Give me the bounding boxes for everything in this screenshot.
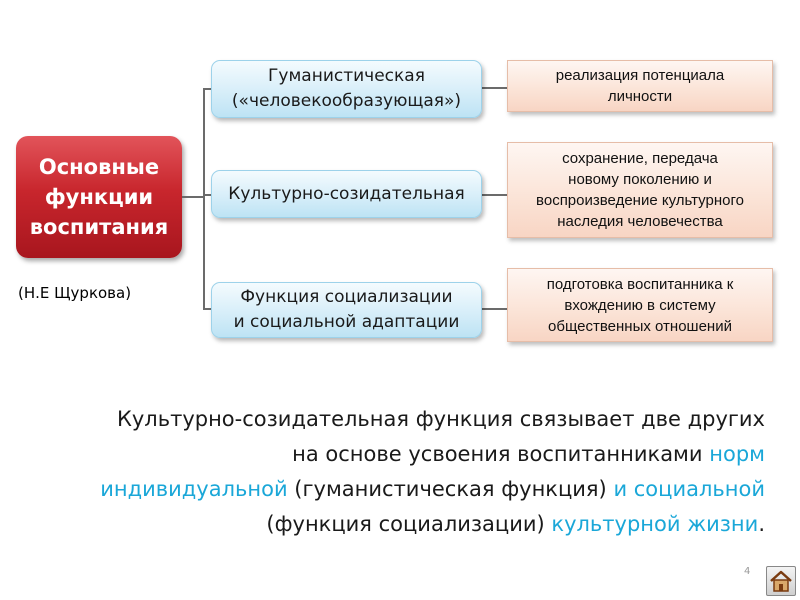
page-number: 4 <box>744 566 751 577</box>
function-label-socialization: Функция социализации и социальной адапта… <box>233 287 460 332</box>
caption-text-2: (гуманистическая функция) <box>287 477 614 501</box>
description-box-cultural: сохранение, передача новому поколению и … <box>507 142 773 238</box>
author-label: (Н.Е Щуркова) <box>18 284 132 302</box>
main-concept-box: Основные функции воспитания <box>16 136 182 258</box>
connector-link-3 <box>481 308 508 310</box>
function-label-cultural: Культурно-созидательная <box>228 183 465 204</box>
connector-branch-2 <box>203 194 211 196</box>
description-label-cultural: сохранение, передача новому поколению и … <box>536 150 744 230</box>
caption-highlight-1: норм индивидуальной <box>100 442 765 501</box>
home-button[interactable] <box>766 566 796 596</box>
function-box-humanistic: Гуманистическая («человекообразующая») <box>211 60 482 118</box>
connector-link-2 <box>481 194 508 196</box>
home-icon <box>770 570 792 592</box>
connector-branch-1 <box>203 88 211 90</box>
main-concept-label: Основные функции воспитания <box>29 155 169 239</box>
caption-highlight-2: и социальной <box>613 477 765 501</box>
caption-text-1: Культурно-созидательная функция связывае… <box>116 407 765 466</box>
description-box-humanistic: реализация потенциала личности <box>507 60 773 112</box>
caption-text-3: (функция социализации) <box>266 512 552 536</box>
description-label-humanistic: реализация потенциала личности <box>555 67 725 105</box>
function-label-humanistic: Гуманистическая («человекообразующая») <box>231 66 462 111</box>
function-box-cultural: Культурно-созидательная <box>211 170 482 218</box>
connector-trunk <box>203 88 205 310</box>
caption-highlight-3: культурной жизни <box>551 512 759 536</box>
description-label-socialization: подготовка воспитанника к вхождению в си… <box>546 275 734 335</box>
caption-text-4: . <box>758 512 765 536</box>
caption-paragraph: Культурно-созидательная функция связывае… <box>100 402 765 542</box>
connector-link-1 <box>481 87 508 89</box>
function-box-socialization: Функция социализации и социальной адапта… <box>211 282 482 338</box>
description-box-socialization: подготовка воспитанника к вхождению в си… <box>507 268 773 342</box>
connector-branch-3 <box>203 308 211 310</box>
connector-main-to-trunk <box>182 196 205 198</box>
